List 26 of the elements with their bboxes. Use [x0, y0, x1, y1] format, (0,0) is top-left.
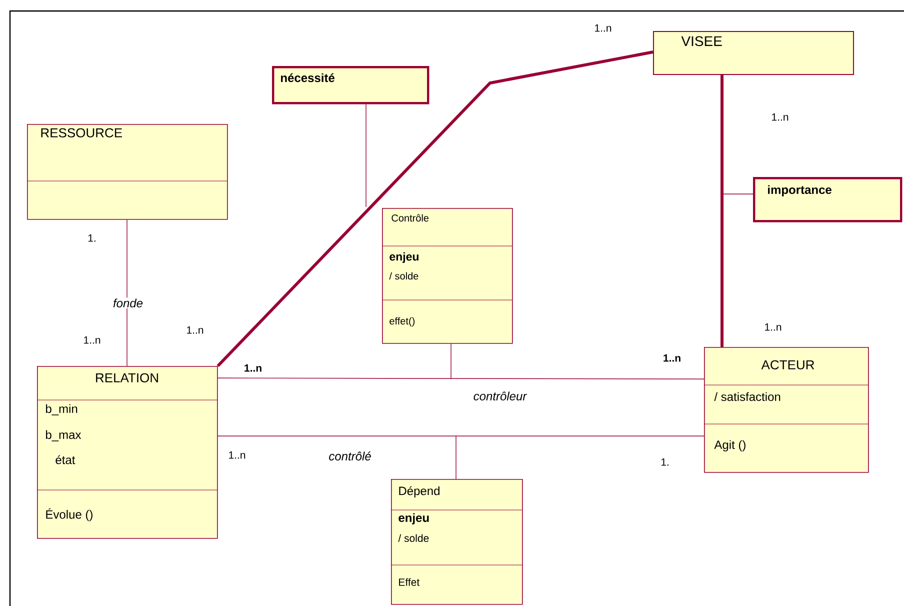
class-box: Contrôle enjeu / solde effet() [382, 208, 513, 344]
association-line [126, 219, 128, 366]
class-box: RESSOURCE [26, 124, 228, 220]
multiplicity: 1..n [595, 24, 612, 32]
multiplicity: 1..n [84, 336, 100, 344]
class-box: nécessité [272, 66, 430, 104]
class-box: importance [753, 177, 902, 222]
multiplicity: 1..n [765, 323, 782, 331]
class-box: Dépend enjeu / solde Effet [390, 479, 523, 605]
class-box: ACTEUR / satisfaction Agit () [704, 347, 869, 473]
association-line [217, 378, 704, 380]
multiplicity: 1..n [772, 113, 788, 121]
multiplicity: 1..n [664, 354, 680, 362]
edge-label: contrôlé [328, 450, 372, 462]
multiplicity: 1. [88, 234, 96, 242]
multiplicity: 1..n [187, 326, 204, 334]
association-class-link [450, 343, 452, 380]
edge-label: fonde [112, 298, 144, 308]
class-box: VISEE [653, 31, 854, 75]
association-line [216, 50, 654, 368]
class-box: RELATION b_min b_max état Évolue () [36, 366, 218, 539]
association-line [720, 75, 724, 347]
multiplicity: 1..n [244, 364, 262, 372]
edge-label: contrôleur [472, 390, 528, 402]
multiplicity: 1..n [229, 451, 246, 459]
multiplicity: 1. [661, 458, 668, 466]
